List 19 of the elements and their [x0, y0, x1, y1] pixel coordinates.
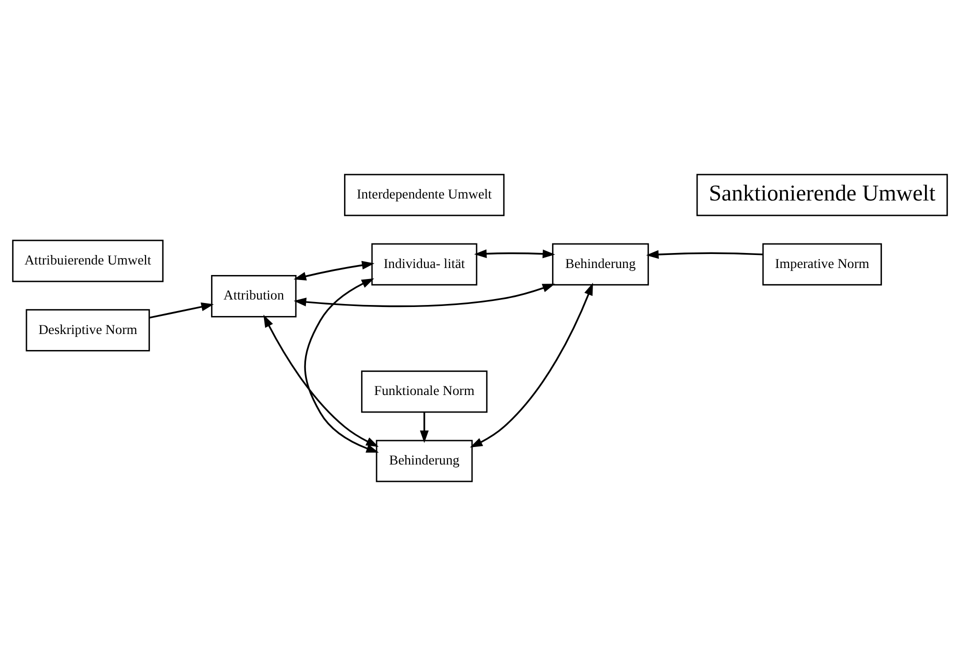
node-box: Attribution — [211, 275, 297, 318]
node-box: Attribuierende Umwelt — [12, 240, 164, 282]
arrow — [294, 284, 556, 308]
arrow — [474, 249, 556, 258]
arrow — [470, 282, 593, 448]
node-box: Sanktionierende Umwelt — [696, 174, 948, 216]
arrow — [149, 302, 214, 318]
node-box: Funktionale Norm — [361, 370, 488, 413]
node-box: Individua- lität — [371, 243, 478, 286]
arrow — [646, 250, 763, 259]
arrow — [304, 278, 379, 453]
node-box: Imperative Norm — [762, 243, 882, 286]
arrow — [420, 412, 429, 443]
node-box: Behinderung — [552, 243, 649, 286]
node-box: Deskriptive Norm — [26, 309, 150, 352]
node-box: Behinderung — [376, 440, 473, 482]
arrow — [263, 314, 379, 447]
arrow — [294, 260, 374, 281]
node-box: Interdependente Umwelt — [344, 174, 505, 216]
